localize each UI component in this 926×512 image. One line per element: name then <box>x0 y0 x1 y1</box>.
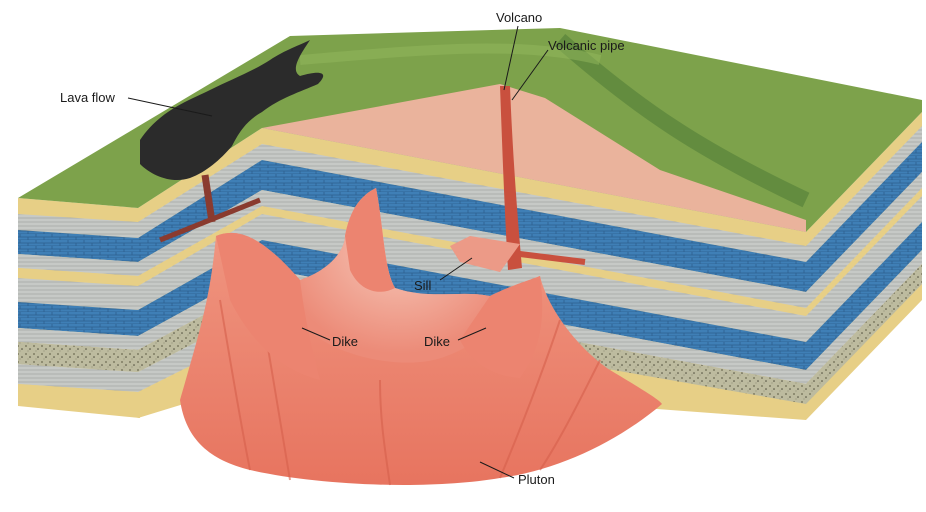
label-volcano: Volcano <box>496 10 542 25</box>
label-volcanic-pipe: Volcanic pipe <box>548 38 625 53</box>
label-pluton: Pluton <box>518 472 555 487</box>
label-dike-left: Dike <box>332 334 358 349</box>
label-lava-flow: Lava flow <box>60 90 116 105</box>
label-sill: Sill <box>414 278 431 293</box>
left-front-strata <box>18 198 140 418</box>
label-dike-right: Dike <box>424 334 450 349</box>
